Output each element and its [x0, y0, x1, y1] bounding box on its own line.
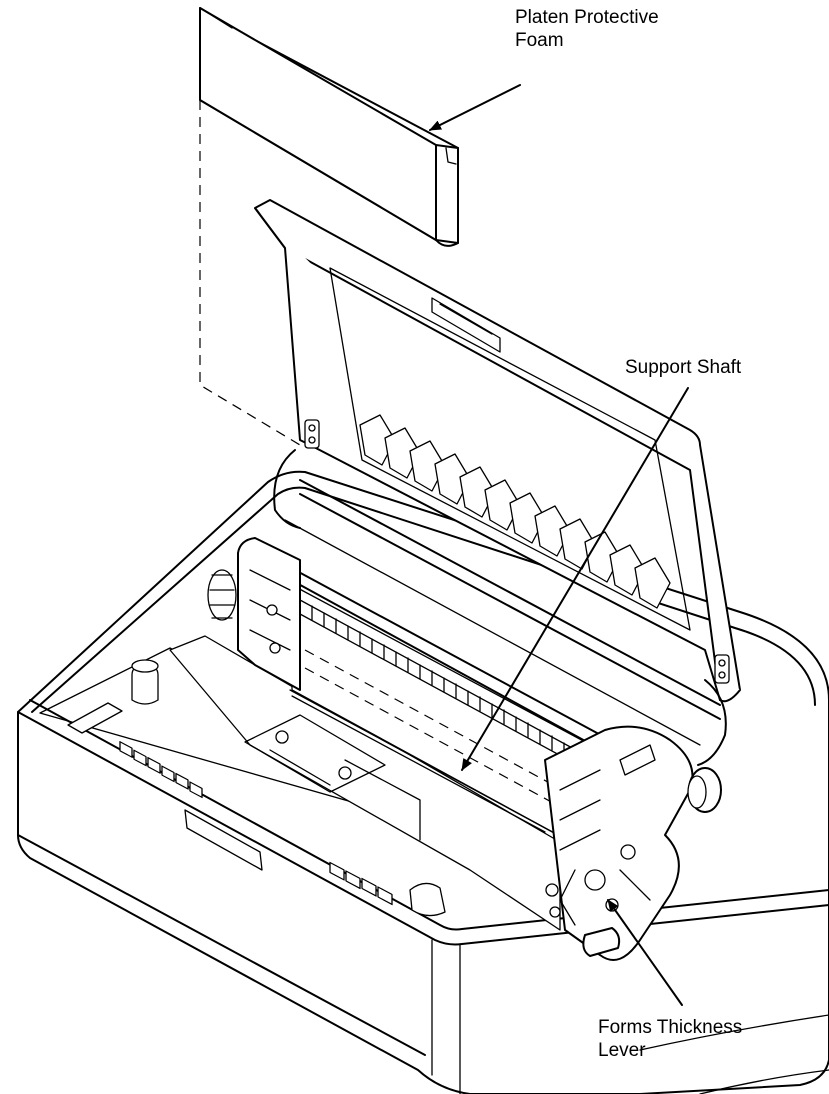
callout-text-line: Support Shaft: [625, 357, 742, 378]
callout-text-line: Forms Thickness: [598, 1017, 743, 1038]
paper-guide-fingers: [359, 414, 671, 609]
callout-forms-thickness-lever: Forms Thickness Lever: [598, 1016, 742, 1062]
ribbon-deck: [131, 635, 561, 931]
protective-foam: [199, 7, 459, 247]
callout-text-line: Platen Protective: [515, 7, 659, 28]
callout-platen-protective-foam: Platen Protective Foam: [515, 6, 659, 52]
callout-support-shaft: Support Shaft: [625, 356, 741, 379]
callout-text-line: Foam: [515, 30, 564, 51]
panel-buttons-upper: [119, 741, 203, 799]
foam-install-path: [199, 100, 301, 446]
platen-assembly: [207, 537, 722, 961]
callout-text-line: Lever: [598, 1040, 646, 1061]
raised-cover: [254, 199, 741, 766]
support-shaft-leader-arrow: [461, 387, 689, 771]
lever-leader-arrow: [607, 899, 683, 1006]
foam-leader-arrow: [429, 84, 521, 131]
panel-buttons-lower: [329, 861, 393, 906]
